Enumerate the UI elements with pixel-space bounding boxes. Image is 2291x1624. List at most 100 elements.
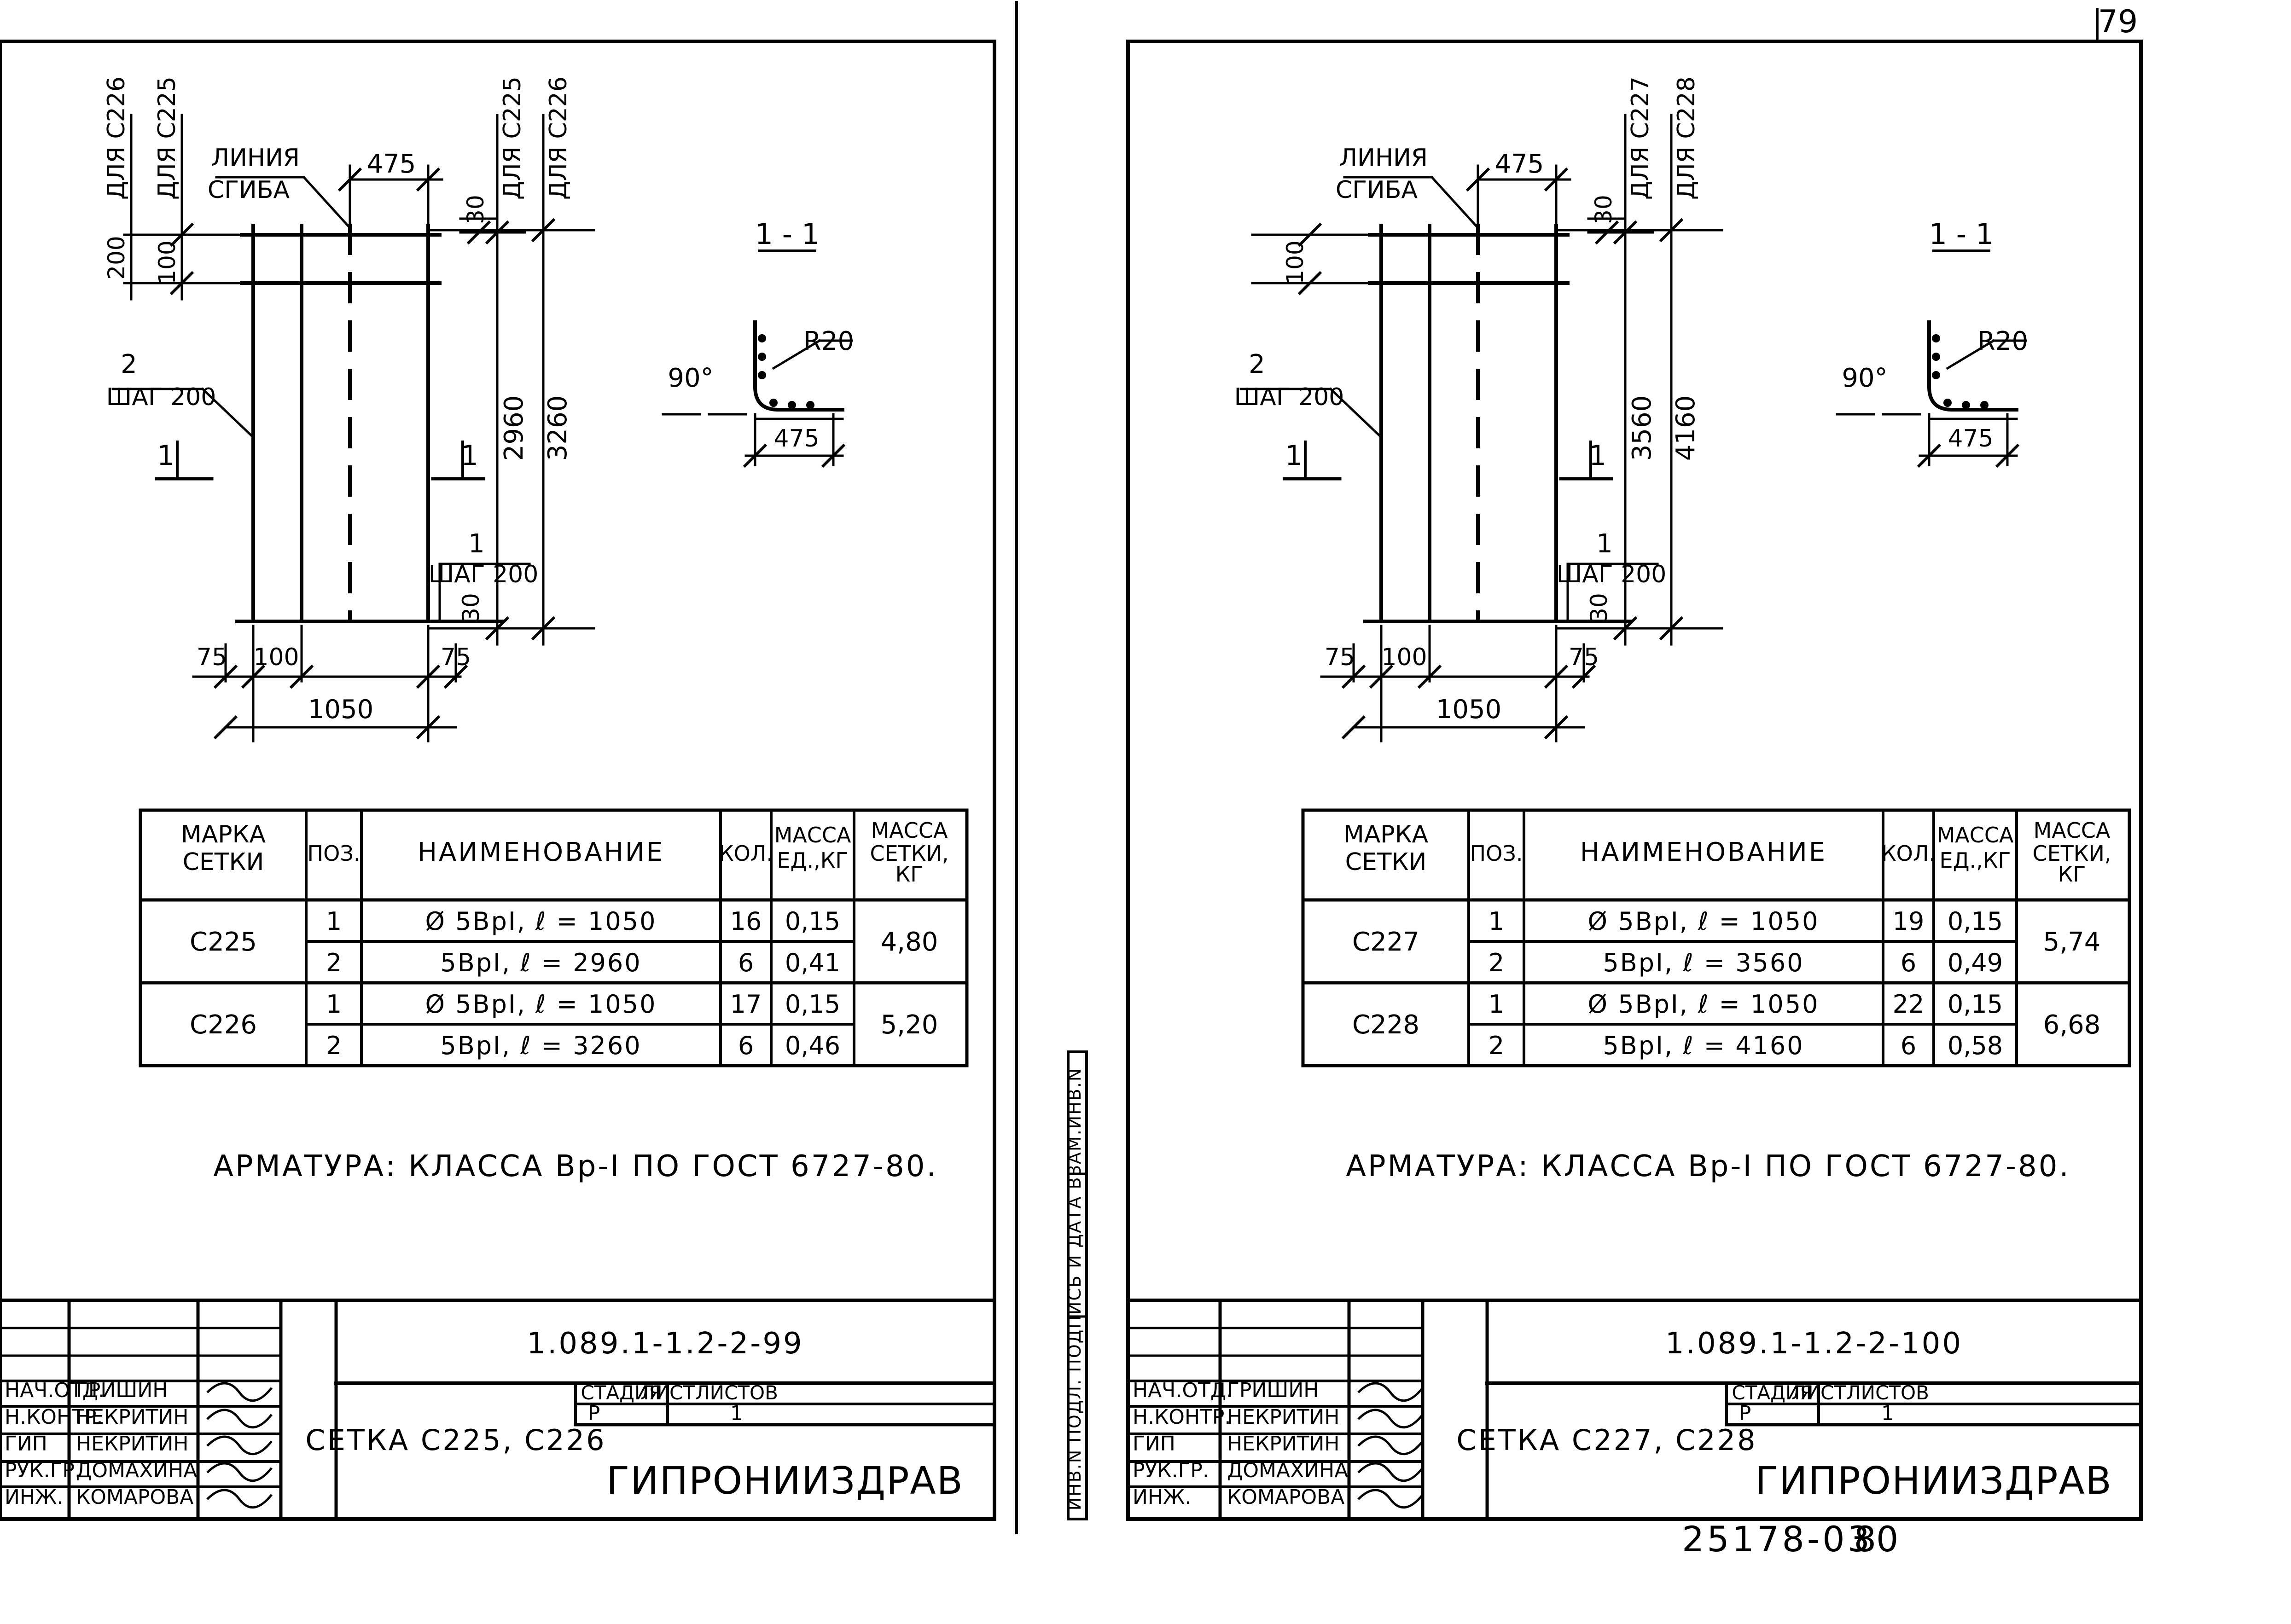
row-pos: 1 xyxy=(1489,907,1504,936)
bar-dot xyxy=(1962,401,1970,409)
th-mark: СЕТКИ xyxy=(183,848,264,876)
dim-height-outer: 3260 xyxy=(543,395,573,461)
dimension-tick xyxy=(416,664,441,689)
page-number: 79 xyxy=(2098,4,2138,40)
reinforcement-note: АРМАТУРА: КЛАССА Вр-I ПО ГОСТ 6727-80. xyxy=(213,1149,938,1183)
row-qty: 6 xyxy=(1901,1031,1916,1060)
row-pos: 2 xyxy=(1489,1031,1504,1060)
bend-line-label: СГИБА xyxy=(208,176,290,204)
row-qty: 6 xyxy=(1901,948,1916,977)
staff-name: НЕКРИТИН xyxy=(1227,1405,1339,1429)
th-mass-total: СЕТКИ, xyxy=(2033,841,2111,866)
row-mass-unit: 0,49 xyxy=(1948,948,2003,977)
th-mark: МАРКА xyxy=(181,821,266,848)
signature-mark xyxy=(1357,1435,1424,1456)
dim-height-inner: 2960 xyxy=(499,395,529,461)
section-angle: 90° xyxy=(668,363,713,393)
bottom-code: 25178-03 xyxy=(1682,1519,1872,1560)
cut-left-number: 1 xyxy=(157,440,174,472)
pos2-step: ШАГ 200 xyxy=(1234,383,1344,411)
grid-mark: С226 xyxy=(190,1010,257,1040)
th-qty: КОЛ. xyxy=(719,841,773,866)
staff-name: НЕКРИТИН xyxy=(1227,1432,1339,1456)
dim-height-inner: 3560 xyxy=(1627,395,1657,461)
staff-role: ИНЖ. xyxy=(5,1485,63,1509)
bar-dot xyxy=(758,334,766,342)
organization-name: ГИПРОНИИЗДРАВ xyxy=(606,1459,964,1503)
row-qty: 17 xyxy=(730,990,762,1019)
sheets-total: 1 xyxy=(730,1402,743,1425)
row-mass-unit: 0,15 xyxy=(785,907,840,936)
th-mass-total: КГ xyxy=(895,862,924,887)
row-name: 5ВрI, ℓ = 3560 xyxy=(1603,948,1804,977)
sheet-title: СЕТКА С225, С226 xyxy=(305,1423,606,1457)
row-qty: 19 xyxy=(1893,907,1925,936)
signature-mark xyxy=(206,1409,273,1429)
dimension-tick xyxy=(213,715,238,740)
signature-mark xyxy=(1357,1382,1424,1402)
dimension-tick xyxy=(1659,616,1684,641)
dim-30-bottom: 30 xyxy=(458,593,484,622)
bend-line-label: ЛИНИЯ xyxy=(1339,144,1428,172)
section-title: 1 - 1 xyxy=(1929,217,1994,251)
staff-name: ДОМАХИНА xyxy=(76,1459,197,1482)
staff-role: РУК.ГР. xyxy=(1133,1459,1209,1482)
dimension-tick xyxy=(1297,271,1322,296)
dim-top-outer: 200 xyxy=(103,236,130,279)
dimension-tick xyxy=(1995,443,2020,468)
th-mass-unit: ЕД.,КГ xyxy=(777,848,849,873)
row-name: Ø 5ВрI, ℓ = 1050 xyxy=(425,907,657,936)
staff-name: ДОМАХИНА xyxy=(1227,1459,1348,1482)
row-mass-unit: 0,15 xyxy=(1948,990,2003,1019)
sheets-header: ЛИСТОВ xyxy=(1846,1381,1929,1404)
pos1-step: ШАГ 200 xyxy=(1557,561,1667,588)
dimension-tick xyxy=(743,443,768,468)
sheets-header: ЛИСТОВ xyxy=(695,1381,778,1404)
section-width: 475 xyxy=(1948,425,1993,452)
dimension-tick xyxy=(1369,664,1394,689)
row-pos: 1 xyxy=(326,907,342,936)
sheet-frame xyxy=(1126,40,2143,1521)
dimension-tick xyxy=(169,271,194,296)
dim-30-top: 30 xyxy=(462,195,489,224)
staff-role: ГИП xyxy=(1133,1432,1175,1456)
signature-mark xyxy=(206,1435,273,1456)
bar-dot xyxy=(769,399,778,407)
row-mass-unit: 0,41 xyxy=(785,948,840,977)
dimension-tick xyxy=(416,715,441,740)
dimension-tick xyxy=(1465,167,1490,192)
th-mass-unit: МАССА xyxy=(774,823,851,847)
stage-value: Р xyxy=(588,1402,600,1425)
grid-mass-total: 6,68 xyxy=(2043,1010,2101,1040)
dim-width: 1050 xyxy=(308,695,374,725)
bend-line-label: СГИБА xyxy=(1336,176,1418,204)
label-left-outer: ДЛЯ С226 xyxy=(103,76,130,200)
grid-mass-total: 4,80 xyxy=(881,927,938,957)
dimension-tick xyxy=(1341,664,1366,689)
dim-475: 475 xyxy=(367,149,416,179)
row-name: 5ВрI, ℓ = 2960 xyxy=(440,948,641,977)
grid-mark: С225 xyxy=(190,927,257,957)
dimension-tick xyxy=(821,443,846,468)
staff-role: РУК.ГР. xyxy=(5,1459,81,1482)
staff-name: КОМАРОВА xyxy=(76,1485,193,1509)
dimension-tick xyxy=(1613,220,1638,245)
bar-dot xyxy=(1932,334,1940,342)
row-name: 5ВрI, ℓ = 3260 xyxy=(440,1031,641,1060)
dim-top-inner: 100 xyxy=(154,240,180,284)
row-name: Ø 5ВрI, ℓ = 1050 xyxy=(1588,907,1820,936)
leader xyxy=(302,175,352,230)
pos1-step: ШАГ 200 xyxy=(429,561,539,588)
dimension-tick xyxy=(1594,220,1619,245)
th-name: НАИМЕНОВАНИЕ xyxy=(418,837,664,867)
signature-mark xyxy=(1357,1489,1424,1509)
pos1-number: 1 xyxy=(468,529,485,559)
dimension-tick xyxy=(1544,167,1569,192)
dimension-tick xyxy=(1341,715,1366,740)
staff-role: Н.КОНТР. xyxy=(1133,1405,1231,1429)
leader xyxy=(772,339,821,370)
dimension-tick xyxy=(1544,715,1569,740)
bend-line-label: ЛИНИЯ xyxy=(211,144,300,172)
pos2-step: ШАГ 200 xyxy=(106,383,216,411)
bar-dot xyxy=(806,401,814,409)
